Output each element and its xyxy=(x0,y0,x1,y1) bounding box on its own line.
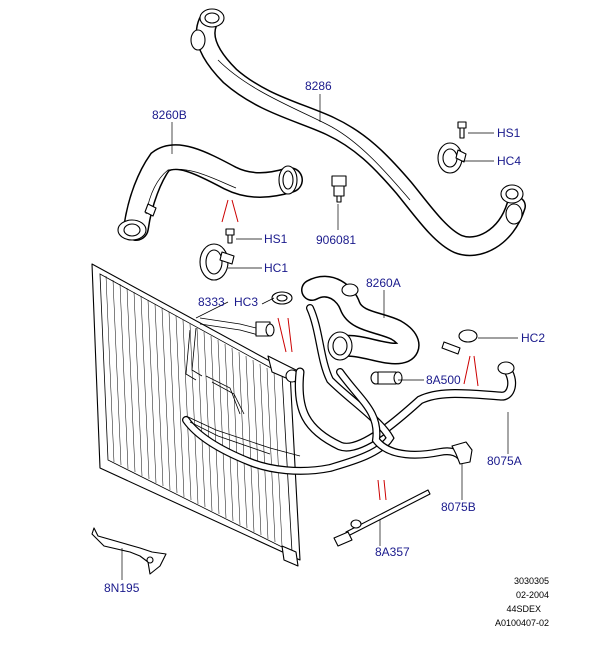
valve-8A500 xyxy=(370,371,403,385)
bracket-8N195 xyxy=(91,527,167,575)
pipe-8333 xyxy=(185,317,275,381)
ref-line-4: A0100407-02 xyxy=(495,618,549,628)
label-8333: 8333 xyxy=(198,295,225,309)
label-8260A: 8260A xyxy=(366,276,401,290)
pipe-8075B xyxy=(182,304,473,475)
pipe-8075A xyxy=(294,361,517,452)
label-8286: 8286 xyxy=(305,79,332,93)
label-8A500: 8A500 xyxy=(426,373,461,387)
label-hc2: HC2 xyxy=(521,331,545,345)
hose-8286 xyxy=(190,8,526,257)
ref-line-3: 44SDEX xyxy=(506,604,541,614)
label-8N195: 8N195 xyxy=(104,581,140,595)
screw-hs1-mid xyxy=(225,228,235,244)
label-hs1-top: HS1 xyxy=(497,126,521,140)
leader-lines xyxy=(121,94,518,580)
tie-8A357 xyxy=(333,489,431,547)
hose-8260A xyxy=(301,275,420,365)
clamp-hc2 xyxy=(441,329,478,355)
label-8075B: 8075B xyxy=(441,500,476,514)
label-hs1-mid: HS1 xyxy=(264,232,288,246)
label-hc4: HC4 xyxy=(497,154,521,168)
screw-hs1-top xyxy=(457,121,467,139)
sensor-906081 xyxy=(331,175,347,203)
label-8075A: 8075A xyxy=(487,454,522,468)
clamp-hc3 xyxy=(271,291,293,305)
clamp-hc4 xyxy=(437,142,467,174)
ref-line-2: 02-2004 xyxy=(516,590,549,600)
label-hc3: HC3 xyxy=(234,295,258,309)
label-8A357: 8A357 xyxy=(375,545,410,559)
radiator xyxy=(91,263,301,567)
label-hc1: HC1 xyxy=(264,261,288,275)
clamp-hc1 xyxy=(199,243,235,281)
callout-marks xyxy=(221,199,479,501)
label-906081: 906081 xyxy=(316,233,356,247)
ref-line-1: 3030305 xyxy=(514,576,549,586)
hose-8260B xyxy=(117,144,303,241)
label-8260B: 8260B xyxy=(152,108,187,122)
